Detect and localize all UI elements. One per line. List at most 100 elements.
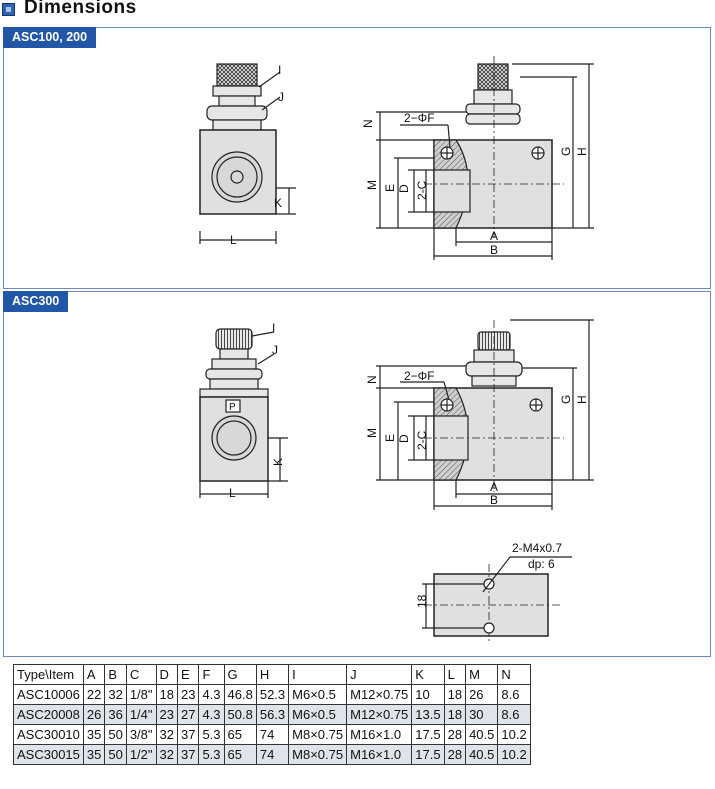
cell-m: 40.5	[465, 724, 499, 745]
dim-label-g: G	[559, 147, 573, 156]
cell-d: 18	[155, 684, 178, 705]
panel-asc100-200: ASC100, 200	[3, 27, 711, 289]
dim-label-a: A	[490, 229, 498, 243]
dim-label-f-asc300: 2−ΦF	[404, 369, 435, 383]
cell-k: 10	[411, 684, 445, 705]
cell-d: 23	[155, 704, 178, 725]
header-g: G	[223, 664, 257, 685]
dim-label-e-asc300: E	[383, 434, 397, 442]
table-row: ASC10006 22 32 1/8" 18 23 4.3 46.8 52.3 …	[13, 684, 531, 705]
cell-f: 4.3	[198, 704, 225, 725]
cell-k: 13.5	[411, 704, 445, 725]
header-d: D	[155, 664, 178, 685]
cell-k: 17.5	[411, 724, 445, 745]
cell-j: M16×1.0	[346, 724, 413, 745]
cell-e: 37	[176, 744, 200, 765]
header-k: K	[411, 664, 445, 685]
cell-f: 4.3	[198, 684, 225, 705]
cell-type: ASC30015	[13, 744, 84, 765]
cell-n: 8.6	[497, 684, 531, 705]
cell-i: M8×0.75	[288, 724, 348, 745]
cell-k: 17.5	[411, 744, 445, 765]
drawing-asc100-200: L K I J	[199, 56, 594, 260]
cell-f: 5.3	[198, 744, 225, 765]
cell-h: 52.3	[255, 684, 290, 705]
cell-g: 46.8	[223, 684, 257, 705]
cell-b: 32	[104, 684, 127, 705]
cell-l: 18	[443, 704, 467, 725]
cell-i: M8×0.75	[288, 744, 348, 765]
front-view-asc300	[199, 328, 288, 498]
header-m: M	[465, 664, 499, 685]
section-view-asc300	[376, 319, 594, 510]
cell-b: 50	[104, 744, 127, 765]
front-view	[199, 63, 296, 244]
dim-label-m: M	[365, 180, 379, 190]
dim-label-i: I	[278, 63, 281, 77]
thread-note-label: 2-M4x0.7	[512, 541, 562, 555]
header-f: F	[198, 664, 225, 685]
cell-h: 74	[255, 744, 290, 765]
dim-label-j-asc300: J	[272, 343, 278, 357]
header-i: I	[288, 664, 348, 685]
cell-j: M12×0.75	[346, 704, 413, 725]
section-header: Dimensions	[0, 0, 715, 22]
dim-label-b-asc300: B	[490, 493, 498, 507]
cell-e: 27	[176, 704, 200, 725]
cell-e: 37	[176, 724, 200, 745]
header-e: E	[176, 664, 200, 685]
dim-label-l: L	[230, 233, 237, 247]
dim-label-b: B	[490, 243, 498, 257]
cell-type: ASC20008	[13, 704, 84, 725]
dim-label-i-asc300: I	[272, 321, 275, 335]
dim-label-c-asc300: 2-C	[415, 430, 429, 450]
cell-n: 10.2	[497, 724, 531, 745]
dim-label-n: N	[361, 119, 375, 128]
table-row: ASC30015 35 50 1/2" 32 37 5.3 65 74 M8×0…	[13, 744, 531, 765]
dim-label-d-asc300: D	[397, 434, 411, 443]
panel-asc300: ASC300	[3, 291, 711, 657]
dim-label-h: H	[575, 147, 589, 156]
cell-m: 30	[465, 704, 499, 725]
header-c: C	[125, 664, 157, 685]
header-a: A	[82, 664, 106, 685]
cell-a: 22	[82, 684, 106, 705]
header-type: Type\Item	[13, 664, 84, 685]
cell-type: ASC10006	[13, 684, 84, 705]
cell-f: 5.3	[198, 724, 225, 745]
cell-c: 1/2"	[125, 744, 157, 765]
dimensions-table: Type\Item A B C D E F G H I J K L M N AS…	[13, 664, 531, 765]
cell-a: 26	[82, 704, 106, 725]
dim-label-j: J	[278, 90, 284, 104]
cell-l: 28	[443, 744, 467, 765]
dim-label-d: D	[397, 184, 411, 193]
table-header-row: Type\Item A B C D E F G H I J K L M N	[13, 664, 531, 685]
dim-label-f: 2−ΦF	[404, 111, 435, 125]
cell-b: 36	[104, 704, 127, 725]
header-b: B	[104, 664, 127, 685]
dim-label-k-asc300: K	[271, 458, 285, 466]
cell-c: 1/8"	[125, 684, 157, 705]
cell-h: 74	[255, 724, 290, 745]
cell-l: 18	[443, 684, 467, 705]
dim-label-18: 18	[415, 594, 429, 608]
cell-type: ASC30010	[13, 724, 84, 745]
cell-j: M12×0.75	[346, 684, 413, 705]
dim-label-a-asc300: A	[490, 480, 498, 494]
table-row: ASC30010 35 50 3/8" 32 37 5.3 65 74 M8×0…	[13, 724, 531, 745]
cell-n: 10.2	[497, 744, 531, 765]
dim-label-l-asc300: L	[229, 486, 236, 500]
dim-label-n-asc300: N	[365, 375, 379, 384]
cell-l: 28	[443, 724, 467, 745]
dim-label-h-asc300: H	[575, 395, 589, 404]
cell-g: 50.8	[223, 704, 257, 725]
port-label-p: P	[229, 402, 236, 413]
panel-tab-asc100-200: ASC100, 200	[3, 27, 97, 48]
square-bullet-icon	[2, 3, 15, 16]
cell-h: 56.3	[255, 704, 290, 725]
cell-c: 1/4"	[125, 704, 157, 725]
dim-label-c: 2-C	[415, 180, 429, 200]
header-l: L	[443, 664, 467, 685]
cell-n: 8.6	[497, 704, 531, 725]
dim-label-k: K	[274, 196, 282, 210]
